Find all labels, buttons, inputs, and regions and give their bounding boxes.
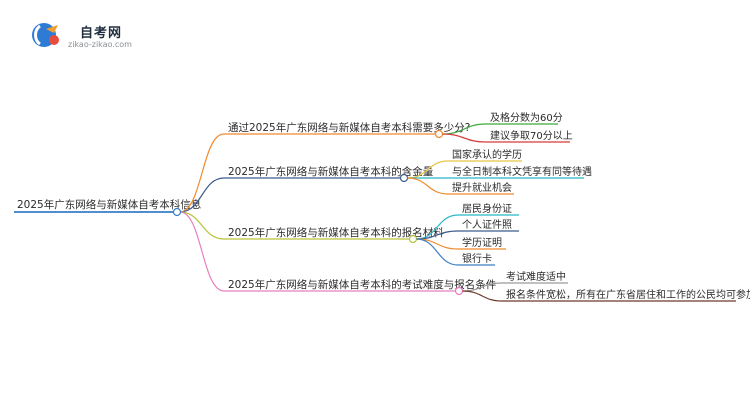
logo-mark-icon — [32, 23, 59, 47]
leaf-node-label[interactable]: 考试难度适中 — [506, 270, 566, 283]
branch-node-dot — [434, 129, 444, 139]
leaf-node-label[interactable]: 与全日制本科文凭享有同等待遇 — [452, 165, 592, 178]
branch-node-label[interactable]: 2025年广东网络与新媒体自考本科的报名材料 — [228, 226, 444, 239]
leaf-node-label[interactable]: 报名条件宽松，所有在广东省居住和工作的公民均可参加 — [506, 288, 750, 301]
branch-node-dot — [399, 173, 409, 183]
branch-connector — [179, 133, 225, 213]
branch-node-dot — [454, 286, 464, 296]
branch-node-dot — [408, 234, 418, 244]
leaf-node-label[interactable]: 学历证明 — [462, 236, 502, 249]
logo-title: 自考网 — [80, 26, 123, 41]
branch-connector — [179, 211, 225, 240]
logo-url: zikao-zikao.com — [68, 40, 132, 49]
leaf-connector — [416, 238, 459, 266]
leaf-node-label[interactable]: 国家承认的学历 — [452, 148, 522, 161]
leaf-node-label[interactable]: 银行卡 — [462, 252, 492, 265]
leaf-node-label[interactable]: 及格分数为60分 — [490, 111, 563, 124]
leaf-connector — [407, 177, 449, 195]
leaf-node-label[interactable]: 个人证件照 — [462, 219, 512, 231]
root-node-label[interactable]: 2025年广东网络与新媒体自考本科信息 — [17, 198, 201, 211]
branch-connector — [179, 211, 225, 292]
leaf-connector — [442, 133, 487, 143]
leaf-node-label[interactable]: 建议争取70分以上 — [490, 129, 573, 142]
branch-connector — [179, 177, 225, 213]
site-logo[interactable]: 自考网 zikao-zikao.com — [30, 18, 140, 52]
leaf-node-label[interactable]: 居民身份证 — [462, 202, 512, 215]
root-node-dot — [172, 207, 182, 217]
branch-node-label[interactable]: 通过2025年广东网络与新媒体自考本科需要多少分? — [228, 121, 470, 134]
leaf-node-label[interactable]: 提升就业机会 — [452, 181, 512, 194]
leaf-connector — [462, 290, 503, 302]
branch-node-label[interactable]: 2025年广东网络与新媒体自考本科的考试难度与报名条件 — [228, 278, 496, 291]
branch-node-label[interactable]: 2025年广东网络与新媒体自考本科的含金量 — [228, 165, 434, 178]
